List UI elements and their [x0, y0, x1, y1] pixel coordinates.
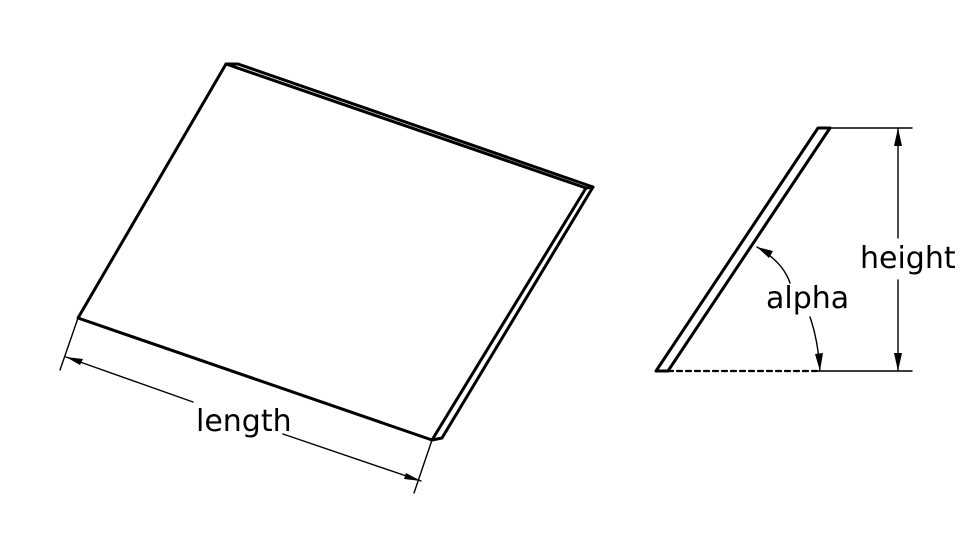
panel-side-view [654, 126, 832, 373]
height-arrowhead-top [894, 128, 902, 146]
panel-section [654, 126, 832, 373]
height-dimension: height [817, 127, 956, 372]
height-label: height [860, 241, 956, 276]
length-dimension-line-right [282, 433, 422, 482]
alpha-arrowhead-upper [757, 247, 773, 258]
length-label: length [196, 404, 292, 439]
panel-face [76, 62, 588, 442]
panel-right-edge-thickness [430, 185, 595, 442]
length-arrowhead-right [404, 473, 421, 481]
length-arrowhead-left [66, 357, 83, 365]
length-dimension: length [59, 317, 433, 494]
alpha-angle-dimension: alpha [756, 246, 849, 372]
length-dimension-line-left [65, 356, 194, 403]
alpha-arc-upper [756, 246, 791, 284]
panel-top-edge-thickness [224, 62, 595, 190]
alpha-label: alpha [766, 281, 849, 316]
length-extension-line-right [413, 439, 433, 494]
height-arrowhead-bottom [894, 353, 902, 371]
panel-perspective-view [76, 62, 595, 442]
length-extension-line-left [59, 317, 79, 371]
alpha-arrowhead-lower [815, 353, 823, 371]
